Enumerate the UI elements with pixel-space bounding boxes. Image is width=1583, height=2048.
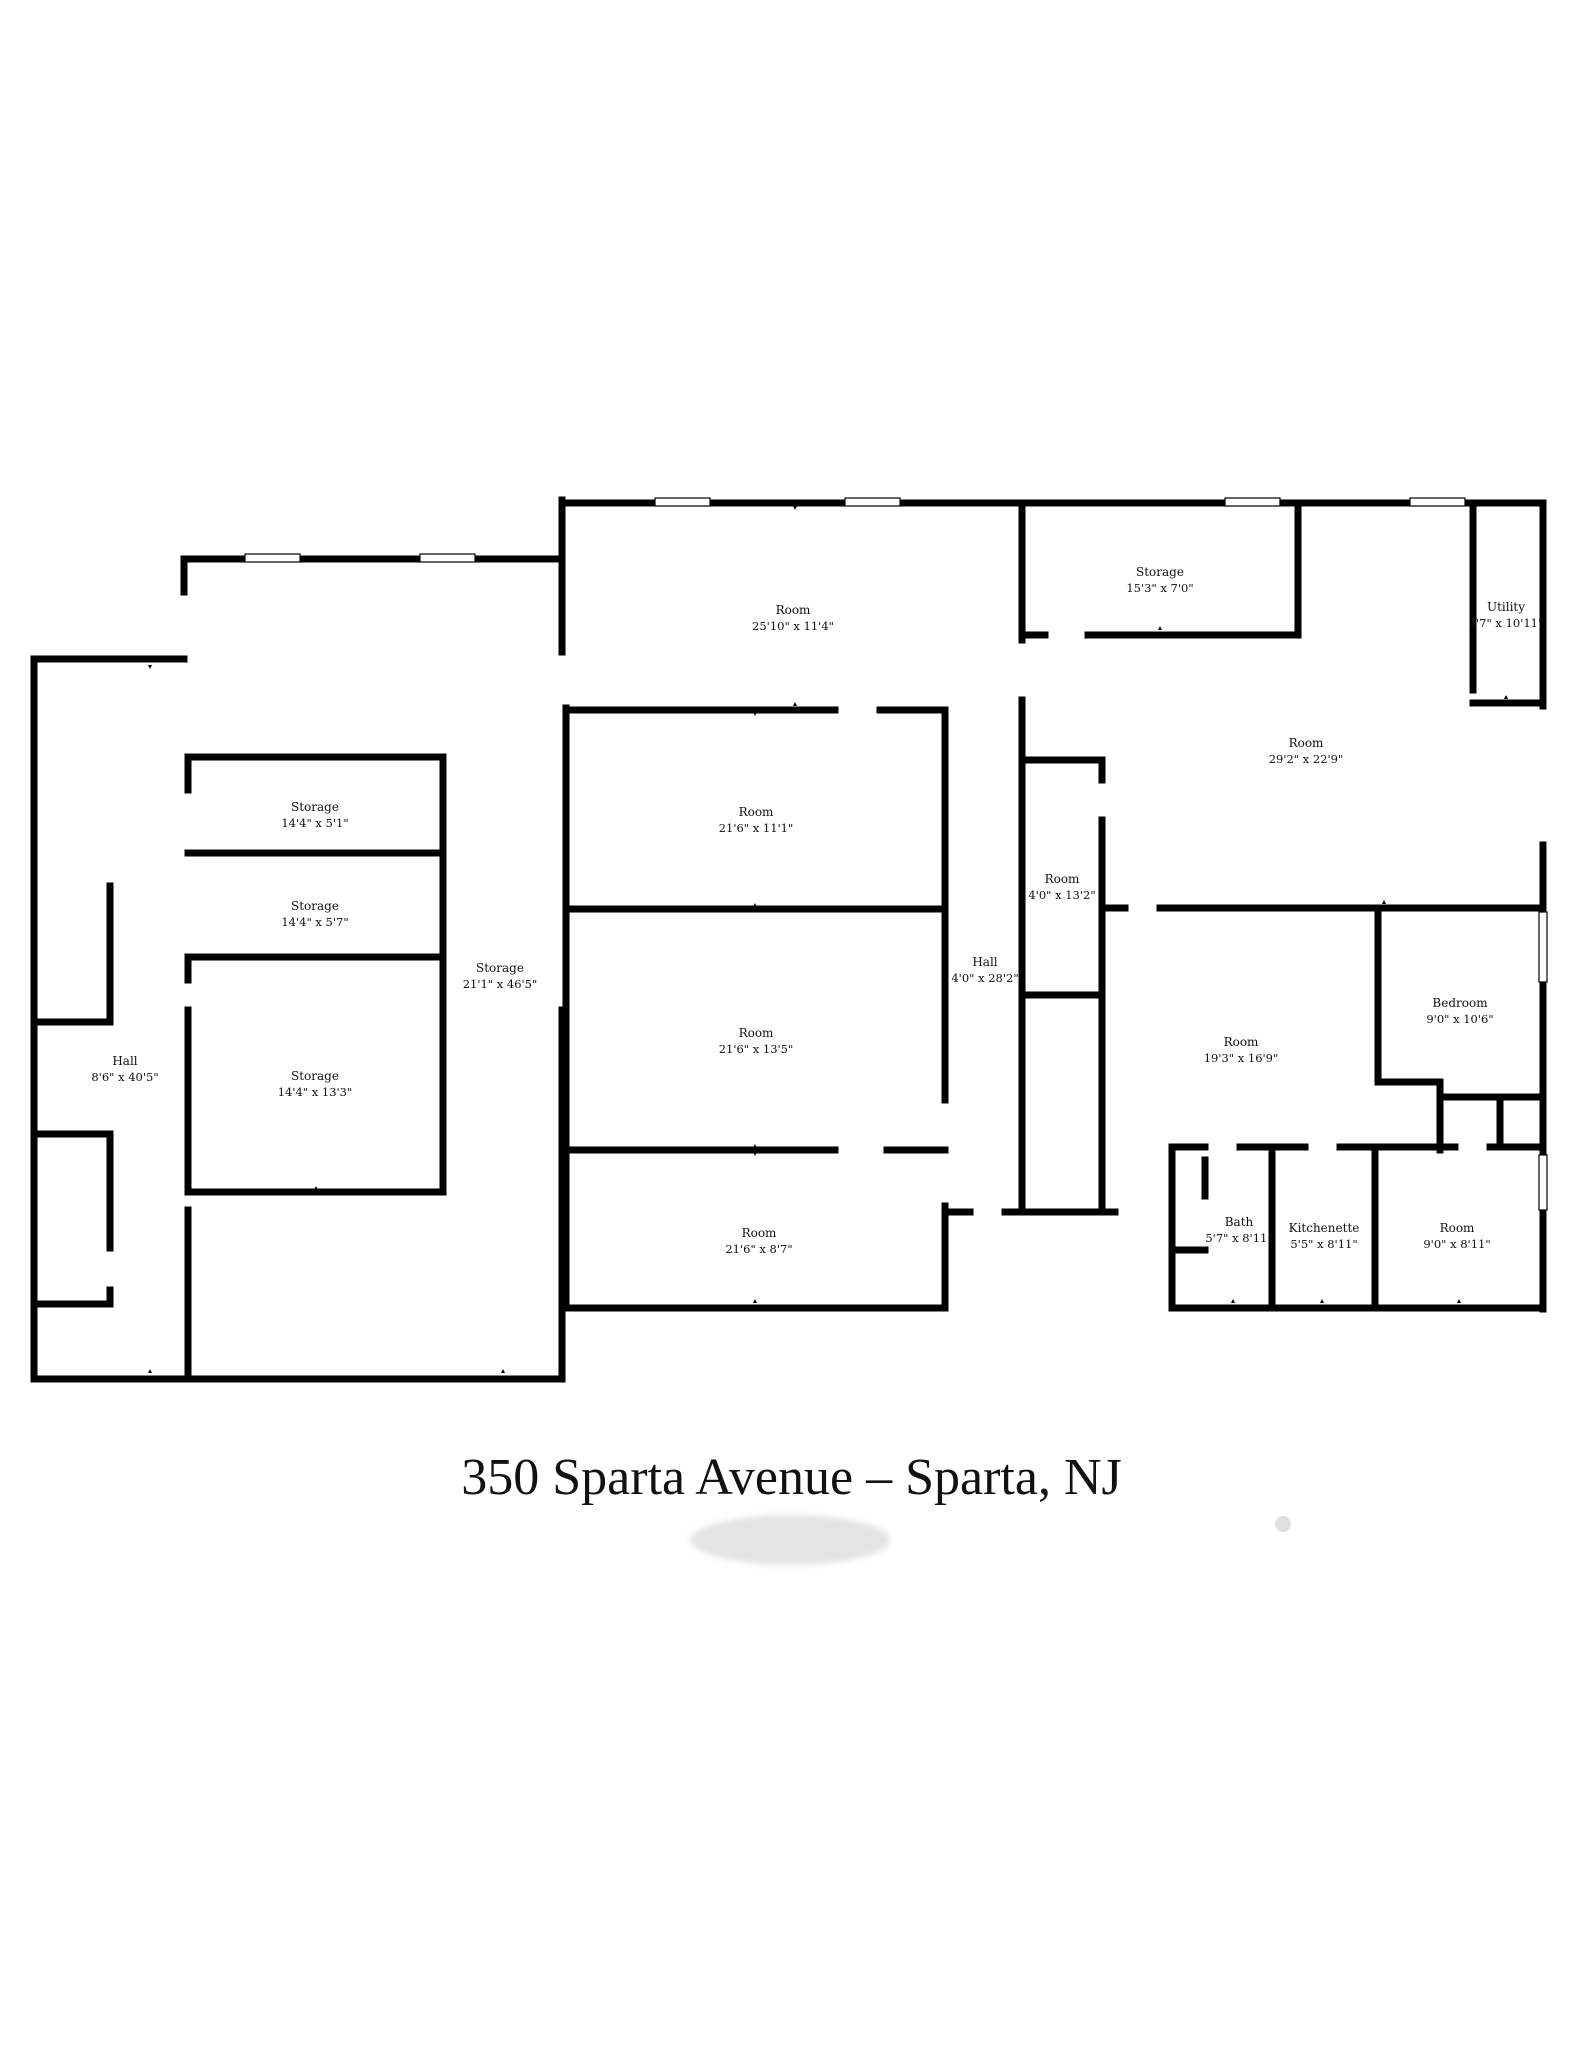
svg-text:Storage: Storage	[291, 899, 339, 913]
room-label-room-narrow: Room 4'0" x 13'2"	[1028, 872, 1095, 902]
svg-text:14'4" x 13'3": 14'4" x 13'3"	[278, 1085, 353, 1099]
room-label-storage-top: Storage 15'3" x 7'0"	[1126, 565, 1193, 595]
svg-text:Storage: Storage	[291, 1069, 339, 1083]
svg-text:Bedroom: Bedroom	[1432, 996, 1488, 1010]
svg-text:Kitchenette: Kitchenette	[1289, 1221, 1360, 1235]
room-label-room-6: Room 9'0" x 8'11"	[1423, 1221, 1490, 1251]
room-label-room-1: Room 25'10" x 11'4"	[752, 603, 834, 633]
svg-text:4'0" x 13'2": 4'0" x 13'2"	[1028, 888, 1095, 902]
svg-text:Room: Room	[1440, 1221, 1475, 1235]
svg-text:19'3" x 16'9": 19'3" x 16'9"	[1204, 1051, 1279, 1065]
svg-text:9'0" x 8'11": 9'0" x 8'11"	[1423, 1237, 1490, 1251]
room-label-bath: Bath 5'7" x 8'11"	[1205, 1215, 1272, 1245]
svg-text:Storage: Storage	[1136, 565, 1184, 579]
svg-text:21'1" x 46'5": 21'1" x 46'5"	[463, 977, 538, 991]
svg-text:Storage: Storage	[476, 961, 524, 975]
svg-text:21'6" x 13'5": 21'6" x 13'5"	[719, 1042, 794, 1056]
svg-text:Room: Room	[1289, 736, 1324, 750]
svg-text:3'7" x 10'11": 3'7" x 10'11"	[1469, 616, 1544, 630]
svg-text:8'6" x 40'5": 8'6" x 40'5"	[91, 1070, 158, 1084]
room-label-hall-center: Hall 4'0" x 28'2"	[951, 955, 1018, 985]
room-label-kitchenette: Kitchenette 5'5" x 8'11"	[1289, 1221, 1360, 1251]
svg-text:Hall: Hall	[972, 955, 997, 969]
room-labels: Room 25'10" x 11'4" Storage 15'3" x 7'0" U…	[91, 565, 1543, 1256]
room-label-hall-west: Hall 8'6" x 40'5"	[91, 1054, 158, 1084]
plan-caption: 350 Sparta Avenue – Sparta, NJ	[461, 1449, 1122, 1506]
svg-text:14'4" x 5'1": 14'4" x 5'1"	[281, 816, 348, 830]
svg-text:14'4" x 5'7": 14'4" x 5'7"	[281, 915, 348, 929]
room-label-room-large: Room 29'2" x 22'9"	[1269, 736, 1344, 766]
svg-text:Bath: Bath	[1225, 1215, 1254, 1229]
svg-text:5'5" x 8'11": 5'5" x 8'11"	[1290, 1237, 1357, 1251]
svg-text:Storage: Storage	[291, 800, 339, 814]
svg-text:Room: Room	[742, 1226, 777, 1240]
room-label-storage-large: Storage 21'1" x 46'5"	[463, 961, 538, 991]
dimension-ticks	[148, 506, 1508, 1373]
svg-text:Room: Room	[776, 603, 811, 617]
dot-mark	[1275, 1516, 1291, 1532]
svg-text:25'10" x 11'4": 25'10" x 11'4"	[752, 619, 834, 633]
room-label-room-4: Room 21'6" x 8'7"	[725, 1226, 792, 1256]
room-label-room-3: Room 21'6" x 13'5"	[719, 1026, 794, 1056]
svg-text:Room: Room	[739, 1026, 774, 1040]
svg-text:Room: Room	[1224, 1035, 1259, 1049]
svg-text:5'7" x 8'11": 5'7" x 8'11"	[1205, 1231, 1272, 1245]
svg-text:4'0" x 28'2": 4'0" x 28'2"	[951, 971, 1018, 985]
redaction-smudge	[690, 1515, 890, 1565]
svg-text:21'6" x 11'1": 21'6" x 11'1"	[719, 821, 794, 835]
room-label-storage-c: Storage 14'4" x 13'3"	[278, 1069, 353, 1099]
svg-text:Utility: Utility	[1487, 600, 1525, 614]
room-label-room-2: Room 21'6" x 11'1"	[719, 805, 794, 835]
windows	[244, 497, 1548, 1211]
svg-text:21'6" x 8'7": 21'6" x 8'7"	[725, 1242, 792, 1256]
room-label-room-5: Room 19'3" x 16'9"	[1204, 1035, 1279, 1065]
svg-text:Room: Room	[739, 805, 774, 819]
svg-text:Room: Room	[1045, 872, 1080, 886]
room-label-storage-b: Storage 14'4" x 5'7"	[281, 899, 348, 929]
svg-text:29'2" x 22'9": 29'2" x 22'9"	[1269, 752, 1344, 766]
svg-text:9'0" x 10'6": 9'0" x 10'6"	[1426, 1012, 1493, 1026]
room-label-utility: Utility 3'7" x 10'11"	[1469, 600, 1544, 630]
svg-text:Hall: Hall	[112, 1054, 137, 1068]
svg-text:15'3" x 7'0": 15'3" x 7'0"	[1126, 581, 1193, 595]
room-label-bedroom: Bedroom 9'0" x 10'6"	[1426, 996, 1493, 1026]
room-label-storage-a: Storage 14'4" x 5'1"	[281, 800, 348, 830]
